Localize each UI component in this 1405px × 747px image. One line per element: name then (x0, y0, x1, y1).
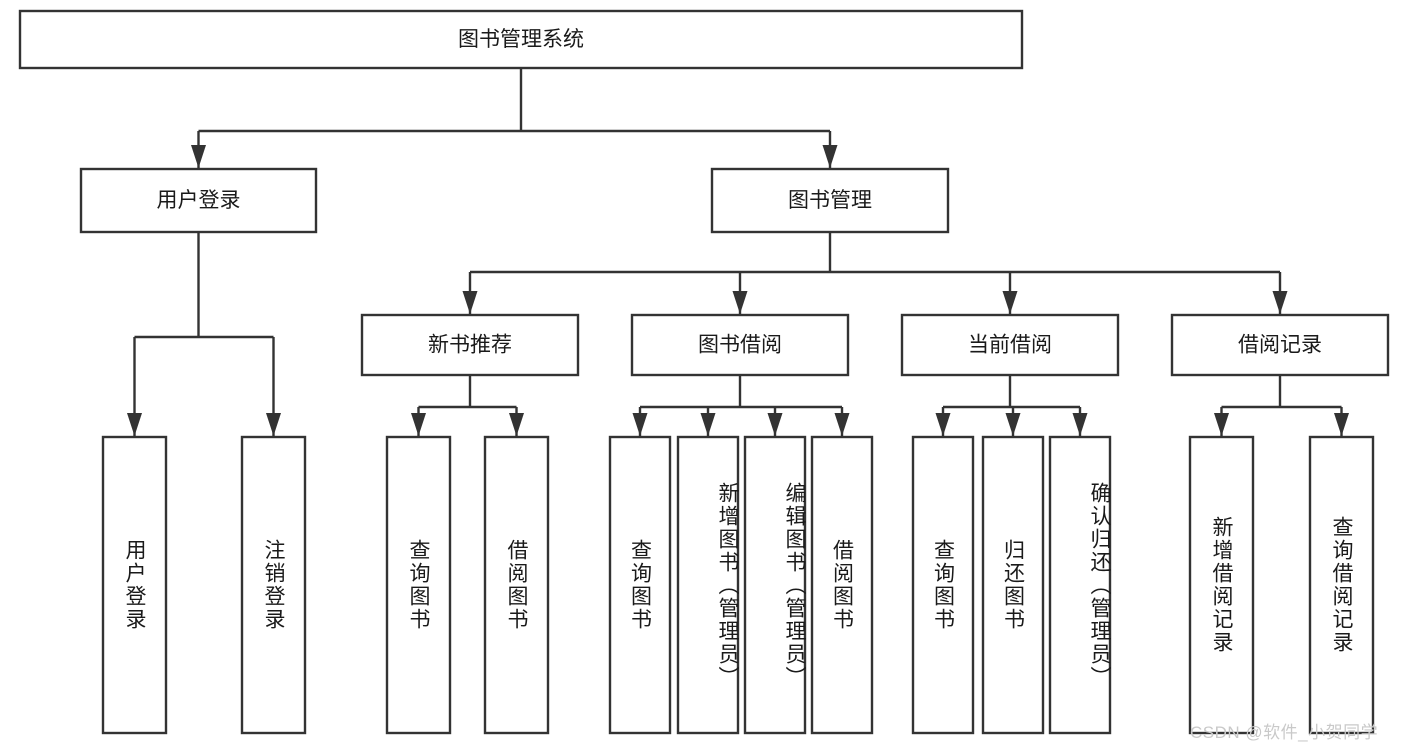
arrow-head-icon (732, 291, 748, 314)
arrow-head-icon (509, 413, 524, 436)
arrow-head-icon (1334, 413, 1349, 436)
node-root-label: 图书管理系统 (458, 28, 584, 51)
arrow-head-icon (767, 413, 783, 436)
node-book-borrow-box[interactable] (630, 313, 850, 377)
arrow-head-icon (1072, 413, 1088, 436)
node-leaf-user-login-box[interactable] (101, 435, 168, 735)
node-current-borrow-label: 当前借阅 (968, 334, 1052, 357)
node-leaf-borrow-book-1-box[interactable] (483, 435, 550, 735)
node-user-login-label: 用户登录 (157, 189, 241, 212)
node-leaf-add-book-admin-box[interactable] (676, 435, 740, 735)
node-leaf-query-book-3-box[interactable] (911, 435, 975, 735)
node-leaf-borrow-book-2-box[interactable] (810, 435, 874, 735)
connectors-layer (127, 68, 1349, 436)
arrow-head-icon (411, 413, 426, 436)
node-leaf-edit-book-admin-box[interactable] (743, 435, 807, 735)
node-new-book-recommend-box[interactable] (360, 313, 580, 377)
node-book-manage-box[interactable] (710, 167, 950, 234)
arrow-head-icon (935, 413, 951, 436)
arrow-head-icon (700, 413, 716, 436)
arrow-head-icon (1272, 291, 1288, 314)
boxes-layer (18, 9, 1390, 735)
arrow-head-icon (822, 145, 838, 168)
node-book-borrow-label: 图书借阅 (698, 334, 782, 357)
node-leaf-confirm-return-admin-box[interactable] (1048, 435, 1112, 735)
arrow-head-icon (266, 413, 281, 436)
node-leaf-return-book-box[interactable] (981, 435, 1045, 735)
node-user-login-box[interactable] (79, 167, 318, 234)
node-book-manage-label: 图书管理 (788, 189, 872, 212)
node-root-box[interactable] (18, 9, 1024, 70)
arrow-head-icon (632, 413, 648, 436)
node-borrow-record-label: 借阅记录 (1238, 334, 1322, 357)
node-borrow-record-box[interactable] (1170, 313, 1390, 377)
arrow-head-icon (191, 145, 206, 168)
arrow-head-icon (462, 291, 478, 314)
node-current-borrow-box[interactable] (900, 313, 1120, 377)
node-leaf-query-book-1-box[interactable] (385, 435, 452, 735)
node-leaf-query-borrow-record-box[interactable] (1308, 435, 1375, 735)
node-new-book-recommend-label: 新书推荐 (428, 334, 512, 357)
node-leaf-query-book-2-box[interactable] (608, 435, 672, 735)
arrow-head-icon (834, 413, 850, 436)
arrow-head-icon (1005, 413, 1021, 436)
arrow-head-icon (1214, 413, 1229, 436)
node-leaf-user-logout-box[interactable] (240, 435, 307, 735)
node-leaf-add-borrow-record-box[interactable] (1188, 435, 1255, 735)
watermark: CSDN @软件_小贺同学 (1190, 723, 1379, 742)
arrow-head-icon (1002, 291, 1018, 314)
arrow-head-icon (127, 413, 142, 436)
